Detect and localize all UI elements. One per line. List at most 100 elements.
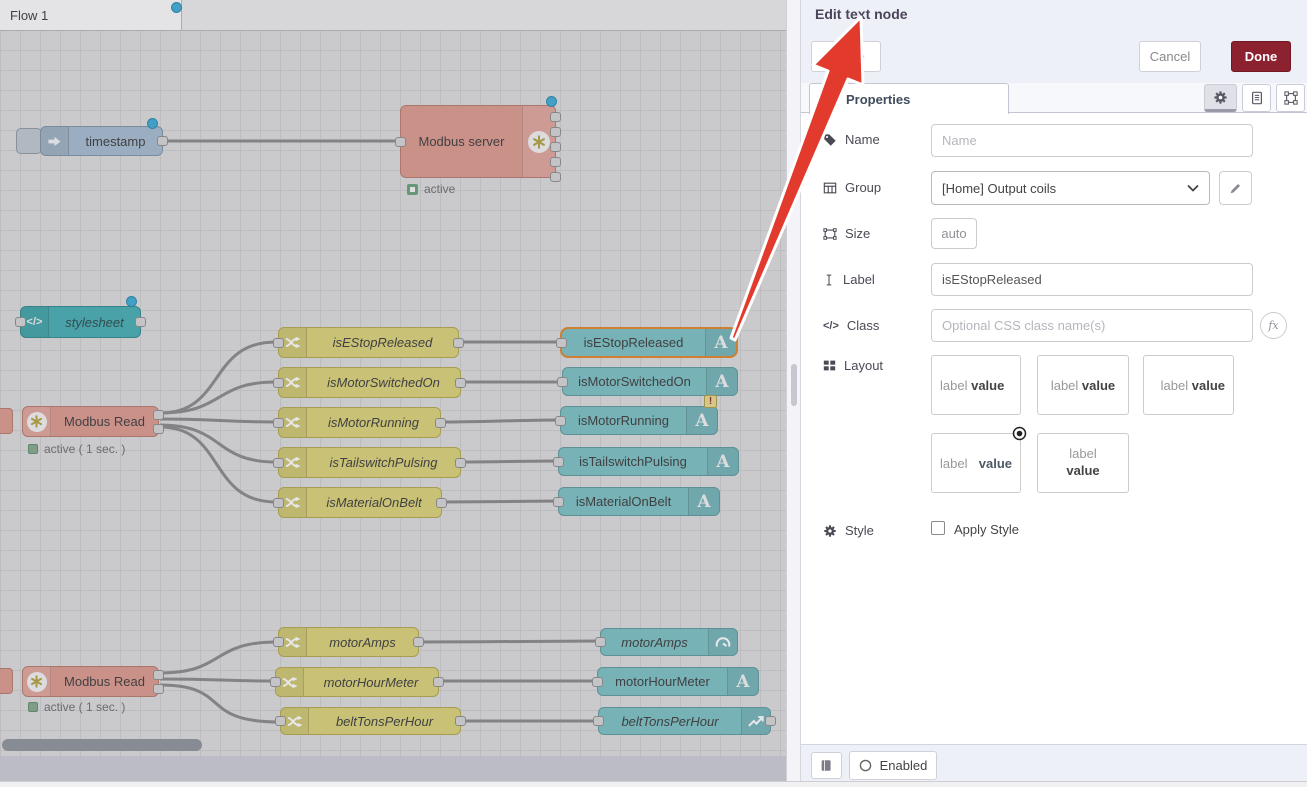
node-change-isMotorSwitchedOn[interactable]: isMotorSwitchedOn: [273, 367, 466, 398]
port-in[interactable]: [395, 136, 406, 147]
node-change-isMaterialOnBelt[interactable]: isMaterialOnBelt: [273, 487, 447, 518]
apply-style-checkbox[interactable]: [931, 521, 945, 535]
label-input[interactable]: [931, 263, 1253, 296]
node-change-beltTonsPerHour[interactable]: beltTonsPerHour: [275, 707, 466, 735]
node-label: isTailswitchPulsing: [579, 454, 687, 469]
node-text-isMotorRunning[interactable]: isMotorRunning A: [555, 406, 718, 435]
layout-option-right[interactable]: label value: [1143, 355, 1234, 415]
port-in[interactable]: [273, 637, 284, 647]
class-input[interactable]: [931, 309, 1253, 342]
edit-tray: Edit text node Delete Cancel Done Proper…: [800, 0, 1307, 787]
port-out[interactable]: [153, 684, 164, 694]
port-in[interactable]: [553, 456, 564, 467]
port-in[interactable]: [556, 337, 567, 348]
node-text-isMaterialOnBelt[interactable]: isMaterialOnBelt A: [553, 487, 720, 516]
description-icon-button[interactable]: [1242, 84, 1271, 112]
node-change-isMotorRunning[interactable]: isMotorRunning: [273, 407, 446, 438]
port-in[interactable]: [270, 677, 281, 687]
text-a-icon: A: [706, 368, 737, 395]
flow-tab[interactable]: Flow 1: [0, 0, 182, 30]
node-label: motorHourMeter: [323, 674, 419, 690]
port-out[interactable]: [433, 677, 444, 687]
node-label: isTailswitchPulsing: [329, 455, 438, 470]
horizontal-scrollbar[interactable]: [2, 739, 202, 751]
port-out[interactable]: [765, 716, 776, 726]
port-in[interactable]: [557, 376, 568, 387]
port-out[interactable]: [157, 136, 168, 146]
node-text-motorAmps[interactable]: motorAmps: [595, 628, 738, 656]
port-in[interactable]: [273, 417, 284, 428]
tray-footer: Enabled: [801, 744, 1307, 781]
port-out[interactable]: [435, 417, 446, 428]
node-partial[interactable]: [0, 668, 13, 694]
name-input[interactable]: [931, 124, 1253, 157]
tray-scroll-thumb[interactable]: [791, 364, 797, 406]
node-change-isTailswitchPulsing[interactable]: isTailswitchPulsing: [273, 447, 466, 478]
flow-tab-bar: Flow 1: [0, 0, 786, 31]
port-out[interactable]: [550, 127, 561, 137]
node-partial[interactable]: [0, 408, 13, 434]
node-timestamp[interactable]: timestamp: [40, 126, 168, 156]
port-out[interactable]: [550, 112, 561, 122]
port-out[interactable]: [153, 424, 164, 434]
port-in[interactable]: [273, 377, 284, 388]
port-out[interactable]: [453, 337, 464, 348]
port-in[interactable]: [273, 337, 284, 348]
port-in[interactable]: [553, 496, 564, 507]
node-help-button[interactable]: [811, 752, 842, 779]
node-modbus-read-top[interactable]: Modbus Read: [22, 406, 164, 437]
port-out[interactable]: [455, 457, 466, 468]
port-out[interactable]: [550, 172, 561, 182]
class-expand-button[interactable]: fx: [1260, 312, 1287, 339]
properties-icon-button[interactable]: [1204, 84, 1237, 112]
node-label: beltTonsPerHour: [335, 713, 434, 729]
node-stylesheet[interactable]: </> stylesheet: [15, 306, 146, 338]
tab-properties[interactable]: Properties: [809, 83, 1009, 114]
done-button[interactable]: Done: [1231, 41, 1291, 72]
layout-option-left[interactable]: label value: [931, 355, 1021, 415]
node-text-beltTonsPerHour[interactable]: beltTonsPerHour: [593, 707, 776, 735]
port-in[interactable]: [595, 637, 606, 647]
node-text-isTailswitchPulsing[interactable]: isTailswitchPulsing A: [553, 447, 739, 476]
inject-button[interactable]: [16, 128, 42, 154]
status-dot-icon: [407, 183, 418, 195]
port-in[interactable]: [592, 676, 603, 687]
group-edit-button[interactable]: [1219, 171, 1252, 205]
port-in[interactable]: [555, 415, 566, 426]
port-out[interactable]: [413, 637, 424, 647]
port-out[interactable]: [455, 716, 466, 726]
group-select[interactable]: [Home] Output coils: [931, 171, 1210, 205]
node-status: active: [407, 182, 455, 196]
port-out[interactable]: [436, 497, 447, 508]
port-out[interactable]: [153, 670, 164, 680]
node-text-isEStopReleased[interactable]: isEStopReleased A: [556, 327, 738, 358]
node-modbus-read-bottom[interactable]: Modbus Read: [22, 666, 164, 697]
appearance-icon-button[interactable]: [1276, 84, 1305, 112]
port-in[interactable]: [275, 716, 286, 726]
node-modbus-server[interactable]: Modbus server: [395, 105, 561, 182]
port-out[interactable]: [153, 410, 164, 420]
delete-button[interactable]: Delete: [811, 41, 881, 72]
port-out[interactable]: [455, 377, 466, 388]
enabled-toggle[interactable]: Enabled: [849, 751, 937, 780]
port-in[interactable]: [15, 317, 26, 327]
size-auto-button[interactable]: auto: [931, 218, 977, 249]
gear-icon: [1214, 90, 1227, 104]
node-text-isMotorSwitchedOn[interactable]: isMotorSwitchedOn A: [557, 367, 738, 396]
node-text-motorHourMeter[interactable]: motorHourMeter A: [592, 667, 759, 696]
node-change-motorHourMeter[interactable]: motorHourMeter: [270, 667, 444, 697]
status-dot-icon: [28, 444, 38, 454]
port-out[interactable]: [550, 142, 561, 152]
node-change-isEStopReleased[interactable]: isEStopReleased: [273, 327, 464, 358]
port-out[interactable]: [135, 317, 146, 327]
port-in[interactable]: [273, 497, 284, 508]
port-in[interactable]: [273, 457, 284, 468]
layout-option-center[interactable]: label value: [1037, 355, 1129, 415]
node-change-motorAmps[interactable]: motorAmps: [273, 627, 424, 657]
cancel-button[interactable]: Cancel: [1139, 41, 1201, 72]
port-out[interactable]: [550, 157, 561, 167]
table-icon: [823, 182, 837, 193]
port-in[interactable]: [593, 716, 604, 726]
